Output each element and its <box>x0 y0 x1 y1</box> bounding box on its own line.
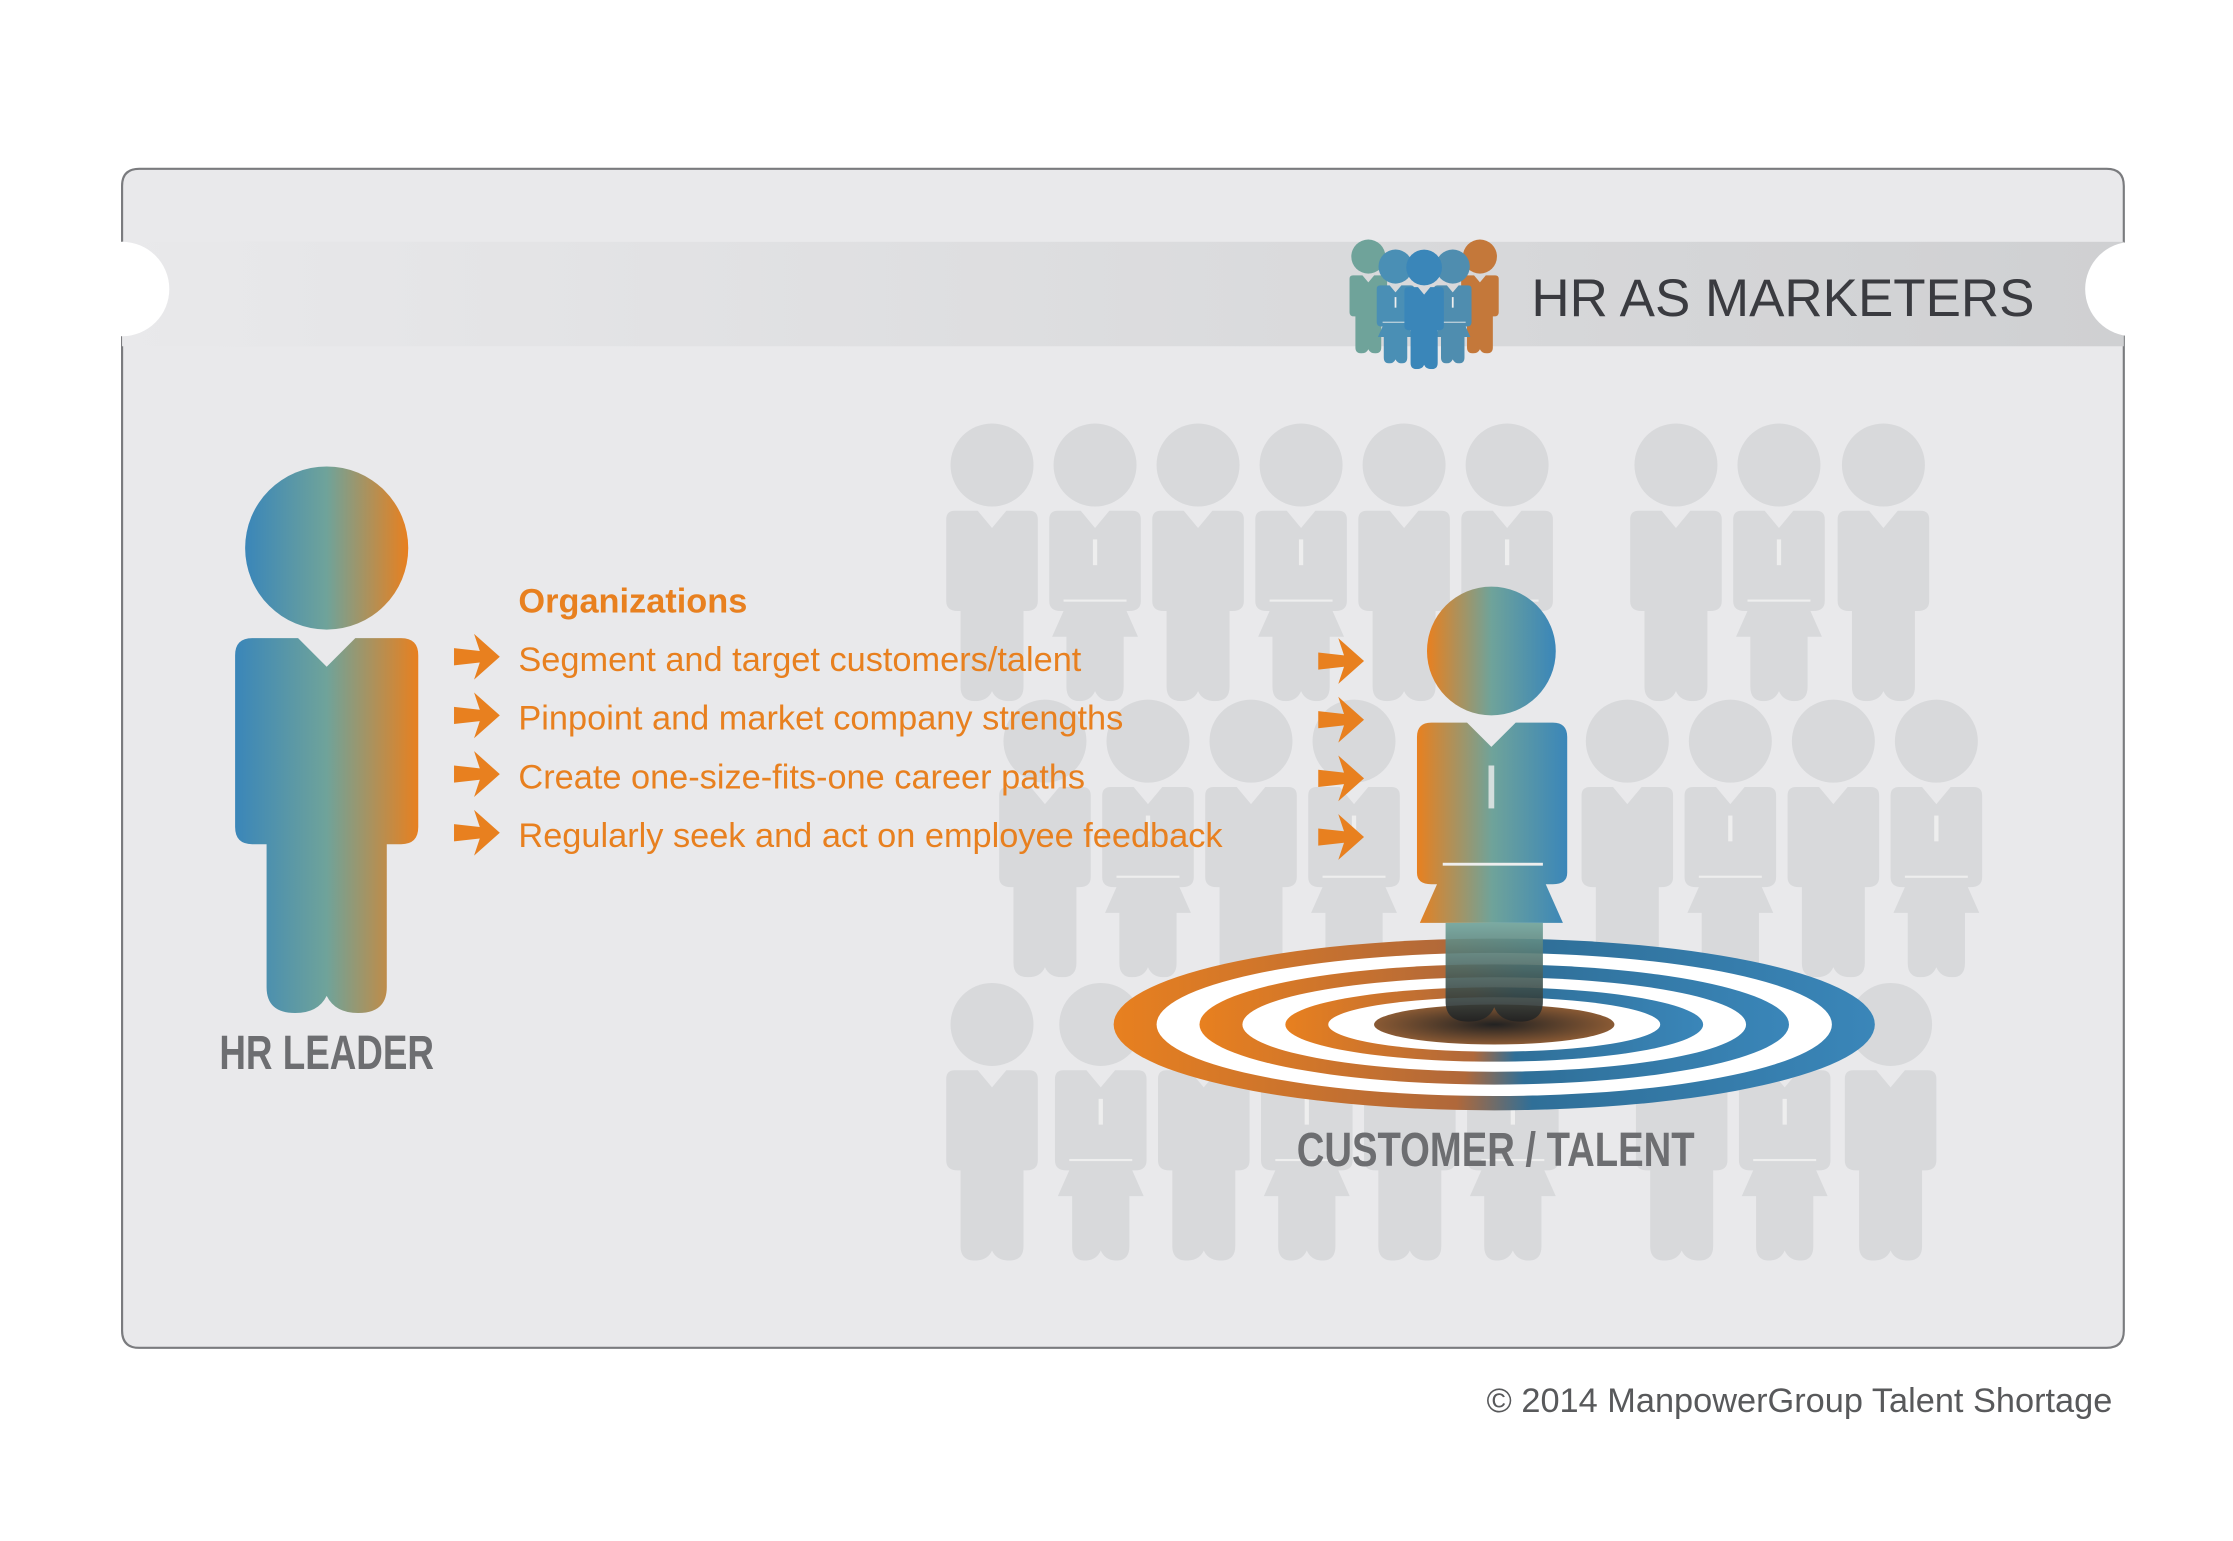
customer-talent-figure <box>1416 586 1568 1022</box>
header-title: HR AS MARKETERS <box>1531 269 2034 328</box>
copyright: © 2014 ManpowerGroup Talent Shortage <box>1487 1382 2113 1420</box>
hr-leader-label: HR LEADER <box>219 1026 434 1080</box>
list-item: Segment and target customers/talent <box>518 641 1081 679</box>
arrow-right-icon <box>454 692 500 739</box>
arrow-right-icon <box>454 809 500 856</box>
hr-leader-figure <box>235 466 419 1014</box>
left-notch <box>74 241 170 337</box>
arrow-right-icon <box>454 751 500 797</box>
arrow-right-icon <box>1318 755 1365 802</box>
list-heading: Organizations <box>518 582 747 620</box>
arrow-right-icon <box>1318 638 1365 684</box>
right-notch <box>2085 241 2180 337</box>
list-item: Pinpoint and market company strengths <box>518 700 1123 738</box>
customer-talent-label: CUSTOMER / TALENT <box>1297 1123 1695 1177</box>
list-item: Create one-size-fits-one career paths <box>518 758 1085 796</box>
group-of-people-icon <box>1349 239 1499 370</box>
arrow-right-icon <box>1318 696 1365 743</box>
header-band <box>122 241 2124 347</box>
action-list: Segment and target customers/talentPinpo… <box>454 633 1365 860</box>
arrow-right-icon <box>1318 814 1365 860</box>
target-rings <box>1113 938 1875 1111</box>
list-item: Regularly seek and act on employee feedb… <box>518 817 1223 855</box>
arrow-right-icon <box>454 633 500 680</box>
